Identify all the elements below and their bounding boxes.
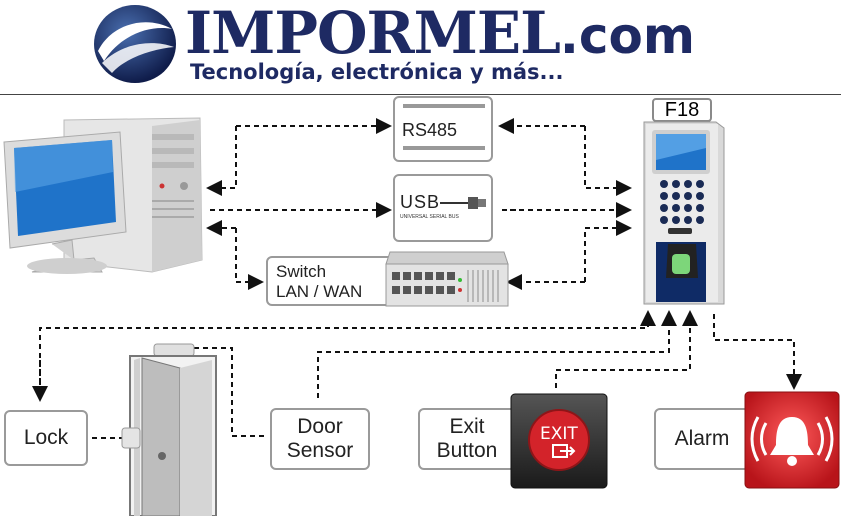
exit-button-line2: Button [436, 439, 498, 462]
terminal-model-label: F18 [652, 98, 712, 122]
usb-subtitle: UNIVERSAL SERIAL BUS [400, 214, 459, 220]
impormel-globe-logo [94, 5, 176, 83]
header-divider [0, 94, 841, 95]
door-sensor-box: Door Sensor [270, 408, 370, 470]
rs485-bar-top [403, 104, 485, 108]
usb-label: USB [400, 192, 441, 212]
brand-tagline: Tecnología, electrónica y más... [190, 60, 564, 84]
exit-button-device [510, 393, 608, 489]
door-icon [121, 343, 217, 516]
rs485-bar-bottom [403, 146, 485, 150]
usb-plug-icon [440, 197, 486, 209]
alarm-box: Alarm [654, 408, 750, 470]
lock-box: Lock [4, 410, 88, 466]
exit-button-line1: Exit [449, 415, 485, 438]
switch-label-box [266, 256, 396, 306]
f18-fingerprint-terminal [643, 121, 725, 305]
exit-button-box: Exit Button [418, 408, 516, 470]
network-switch-icon [385, 251, 509, 307]
switch-label-line2: LAN / WAN [276, 282, 363, 301]
rs485-label: RS485 [402, 120, 458, 140]
computer-icon [3, 117, 203, 274]
door-sensor-line1: Door [297, 415, 343, 438]
alarm-bell-icon [744, 391, 840, 489]
switch-label: Switch LAN / WAN [276, 262, 362, 302]
door-sensor-line2: Sensor [286, 439, 354, 462]
switch-label-line1: Switch [276, 262, 327, 281]
exit-sign-label: EXIT [540, 424, 578, 444]
brand-name: IMPORMEL.com [185, 0, 695, 67]
